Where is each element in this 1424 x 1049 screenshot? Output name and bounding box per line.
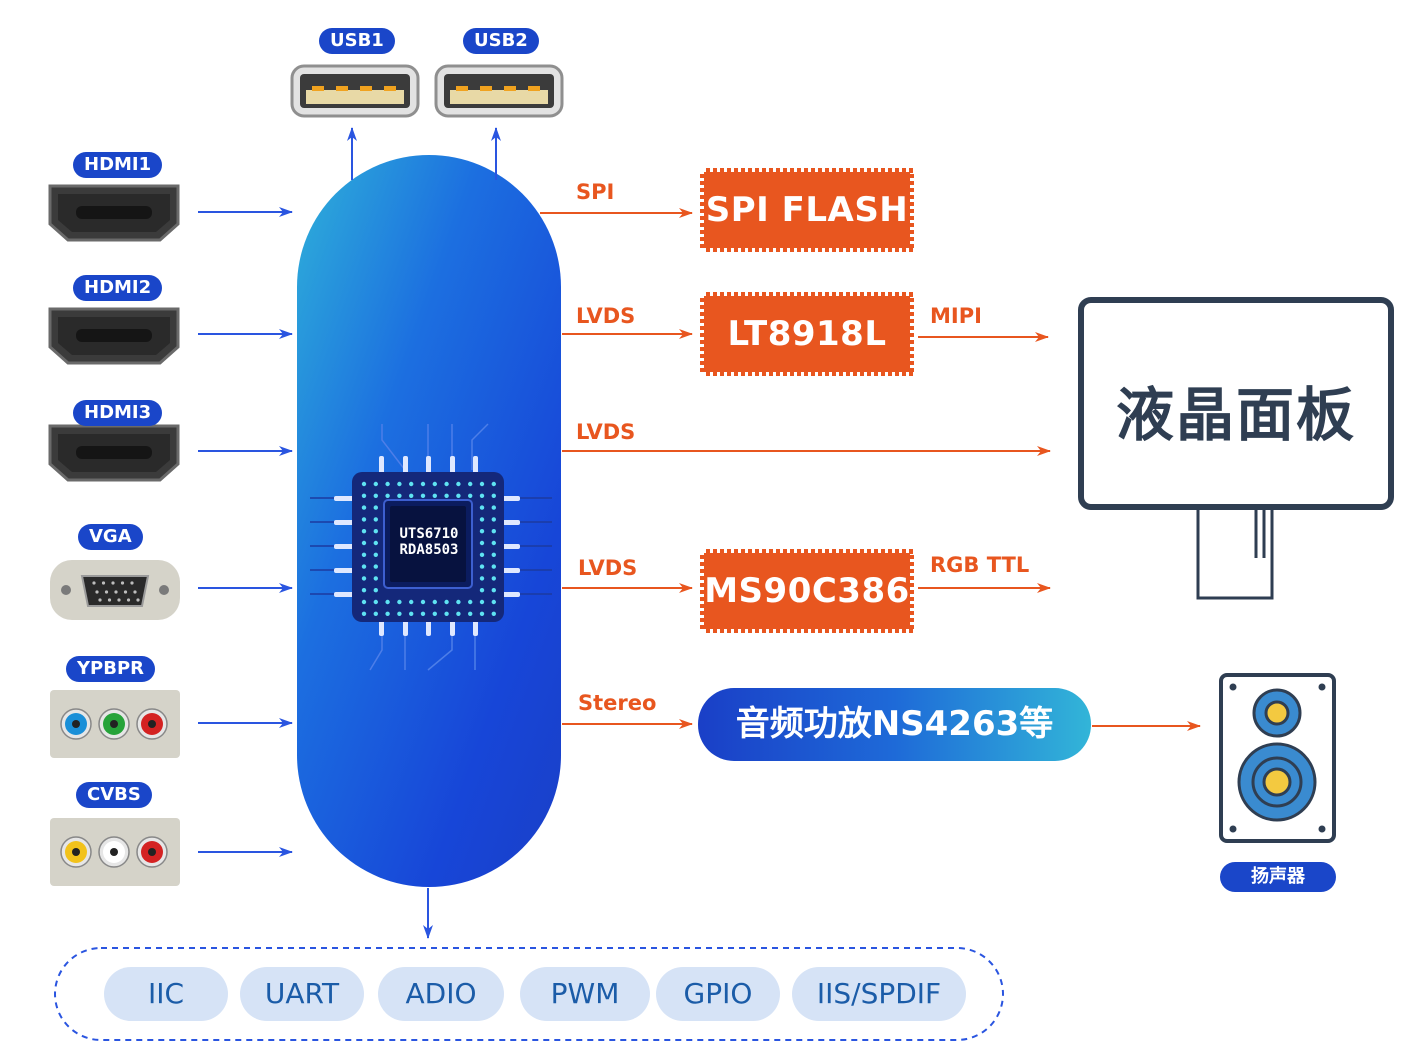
lvds2-signal-label: LVDS: [576, 420, 636, 444]
rgbttl-signal-label: RGB TTL: [930, 553, 1030, 577]
hdmi3-connector: [48, 424, 180, 482]
speaker-label: 扬声器: [1220, 862, 1336, 892]
hdmi3-label: HDMI3: [73, 400, 163, 426]
bus-uart: UART: [240, 967, 364, 1021]
vga-connector: [50, 560, 180, 620]
bus-iic: IIC: [104, 967, 228, 1021]
soc-name-2: RDA8503: [399, 542, 459, 558]
audio-amp-label: 音频功放NS4263等: [735, 704, 1054, 744]
spi-flash-box: SPI FLASH: [705, 190, 909, 230]
vga-label: VGA: [78, 524, 143, 550]
cvbs-label: CVBS: [76, 782, 152, 808]
mipi-signal-label: MIPI: [930, 304, 982, 328]
chip-box-frame-1: [700, 168, 914, 252]
bus-container: [54, 947, 1004, 1041]
usb1-connector: [290, 64, 420, 118]
soc-label: UTS6710 RDA8503: [384, 526, 474, 558]
bus-adio: ADIO: [378, 967, 504, 1021]
stereo-signal-label: Stereo: [578, 691, 657, 715]
hdmi1-label: HDMI1: [73, 152, 163, 178]
ms90c386-box: MS90C386: [704, 571, 910, 611]
lcd-panel: [1078, 297, 1394, 600]
hdmi2-connector: [48, 307, 180, 365]
speaker-graphic: [1219, 673, 1336, 843]
hdmi1-connector: [48, 184, 180, 242]
lvds1-signal-label: LVDS: [576, 304, 636, 328]
soc-chip: [310, 423, 552, 671]
hdmi2-label: HDMI2: [73, 275, 163, 301]
bus-iis-spdif: IIS/SPDIF: [792, 967, 966, 1021]
audio-amp-box: [698, 688, 1091, 761]
soc-name-1: UTS6710: [399, 526, 459, 542]
usb2-label: USB2: [463, 28, 539, 54]
lvds3-signal-label: LVDS: [578, 556, 638, 580]
cvbs-connector: [50, 818, 180, 886]
bus-gpio: GPIO: [656, 967, 780, 1021]
lt8918l-box: LT8918L: [727, 314, 887, 354]
spi-signal-label: SPI: [576, 180, 615, 204]
chip-box-frame-2: [700, 292, 914, 376]
chip-box-frame-3: [700, 549, 914, 633]
lcd-panel-label: 液晶面板: [1115, 381, 1356, 449]
bus-pwm: PWM: [520, 967, 650, 1021]
ypbpr-label: YPBPR: [66, 656, 155, 682]
ypbpr-connector: [50, 690, 180, 758]
usb2-connector: [434, 64, 564, 118]
usb1-label: USB1: [319, 28, 395, 54]
